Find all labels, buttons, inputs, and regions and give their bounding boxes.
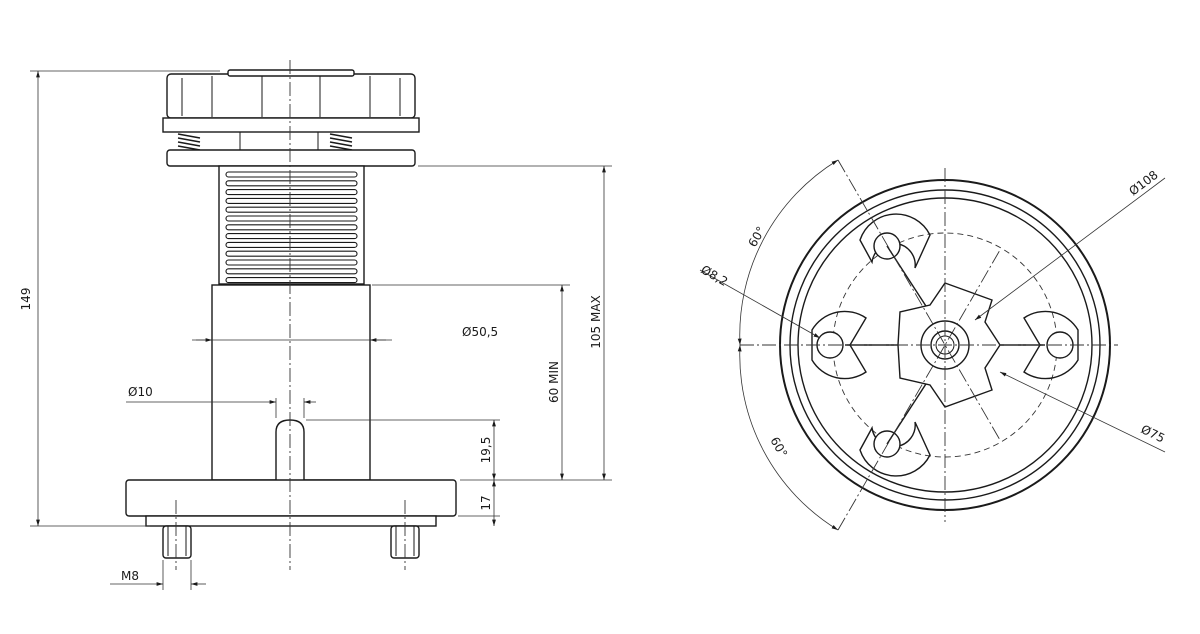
dim-hole-diameter: Ø8,2: [699, 262, 731, 288]
spring-left: [177, 133, 201, 151]
thread-ridge: [225, 277, 358, 284]
dim-angle-top: 60°: [745, 224, 768, 249]
thread-ridge: [225, 180, 358, 187]
base-plate: [125, 479, 457, 517]
stud-left: [162, 525, 192, 559]
base-lip: [145, 515, 437, 527]
thread-ridge: [225, 224, 358, 231]
dim-angle-bottom: 60°: [767, 435, 790, 460]
dim-thread: M8: [121, 569, 139, 583]
hole-pad-top: [859, 213, 931, 269]
dim-base-height: 17: [479, 495, 493, 510]
dim-min-height: 60 MIN: [547, 361, 561, 403]
thread-ridge: [225, 268, 358, 275]
thread-ridge: [225, 233, 358, 240]
dim-pin-diameter: Ø10: [128, 385, 153, 399]
thread-ridge: [225, 259, 358, 266]
thread-ridge: [225, 171, 358, 178]
hole-pad-bottom: [859, 421, 931, 477]
side-view: 149 105 MAX 60 MIN 19,5 17 Ø50,5 Ø10: [19, 60, 612, 590]
dim-max-height: 105 MAX: [589, 295, 603, 349]
thread-ridge: [225, 189, 358, 196]
dim-body-diameter: Ø50,5: [462, 325, 498, 339]
dim-total-height: 149: [19, 288, 33, 311]
thread-ridge: [225, 197, 358, 204]
dim-pitch-diameter: Ø75: [1139, 422, 1167, 445]
thread-ridge: [225, 241, 358, 248]
top-view: Ø108 Ø8,2 Ø75 60° 60°: [699, 159, 1167, 531]
threaded-column: [218, 165, 365, 285]
lower-ring: [166, 149, 416, 167]
dim-pin-height: 19,5: [479, 437, 493, 464]
thread-ridge: [225, 215, 358, 222]
spring-right: [329, 133, 353, 151]
thread-ridge: [225, 250, 358, 257]
top-knob: [162, 69, 420, 133]
thread-ridge: [225, 206, 358, 213]
